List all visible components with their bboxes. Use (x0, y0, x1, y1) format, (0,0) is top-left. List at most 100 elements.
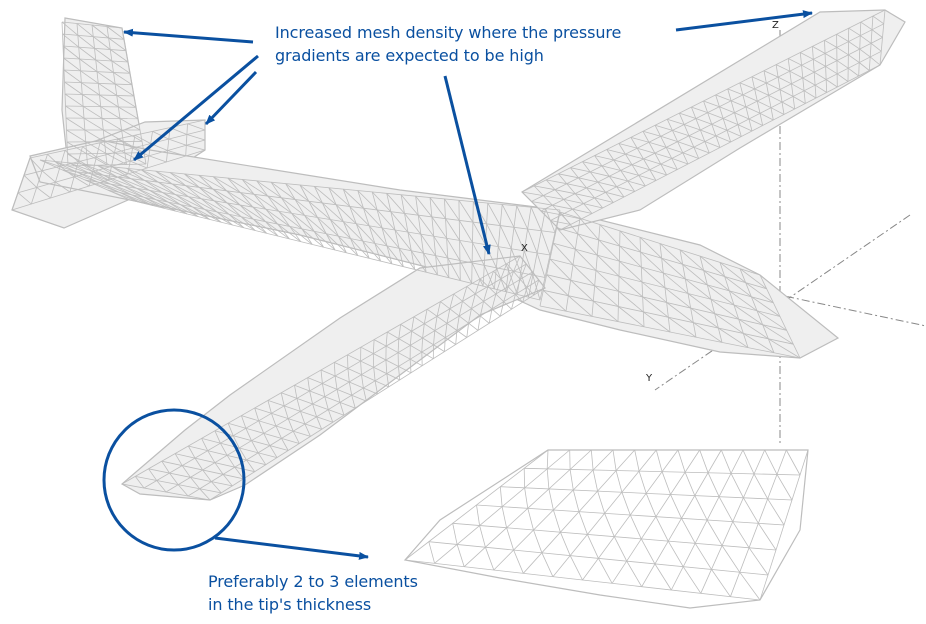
right-wing-mesh-diagonal (848, 41, 860, 50)
right-wing-mesh-diagonal (825, 79, 838, 88)
left-wing-mesh-diagonal (251, 440, 259, 453)
right-wing-mesh-diagonal (654, 124, 673, 131)
fuselage-rear-mesh-diagonal (386, 245, 404, 267)
right-wing-mesh-diagonal (616, 186, 635, 192)
right-wing-mesh-diagonal (672, 130, 690, 137)
right-wing-mesh-diagonal (613, 159, 633, 166)
vertical-tail-mesh-diagonal (108, 37, 127, 52)
fuselage-rear-mesh-diagonal (68, 162, 104, 176)
right-wing-mesh-diagonal (789, 70, 803, 79)
fuselage-nose-mesh-diagonal (710, 298, 739, 320)
horizontal-tail-mesh-edge (69, 146, 83, 193)
horizontal-tail-mesh-edge (146, 131, 153, 169)
left-wing-mesh-diagonal (316, 416, 323, 430)
right-wing-mesh-diagonal (860, 21, 873, 31)
right-wing-mesh-diagonal (737, 124, 753, 132)
right-wing-mesh-diagonal (726, 129, 742, 137)
vertical-tail-mesh-diagonal (63, 57, 81, 72)
vertical-tail-mesh-diagonal (78, 46, 97, 61)
fuselage-rear-mesh-diagonal (204, 209, 233, 226)
left-wing-mesh-diagonal (187, 445, 196, 459)
fuselage-rear-mesh-diagonal (314, 186, 337, 206)
right-wing-mesh-diagonal (722, 118, 739, 125)
fuselage-nose-mesh-diagonal (687, 293, 715, 314)
right-wing-mesh-diagonal (825, 66, 838, 75)
fuselage-rear-mesh-diagonal (459, 240, 473, 264)
right-wing-mesh-diagonal (583, 203, 603, 209)
right-wing-mesh-diagonal (836, 47, 849, 56)
right-wing-mesh-diagonal (543, 195, 564, 200)
inset-mesh-diagonal (560, 532, 571, 556)
fuselage-rear-mesh-diagonal (291, 212, 315, 232)
fuselage-rear-mesh-diagonal (62, 169, 99, 183)
fuselage-nose-mesh-diagonal (663, 272, 689, 294)
inset-mesh-diagonal (506, 527, 514, 551)
fuselage-rear-mesh-diagonal (103, 174, 137, 189)
fuselage-rear-mesh-diagonal (527, 228, 538, 254)
inset-mesh-diagonal (527, 508, 534, 531)
right-wing-mesh-diagonal (870, 42, 882, 52)
horizontal-tail-mesh-diagonal (96, 156, 112, 167)
right-wing-mesh-diagonal (711, 123, 728, 131)
horizontal-tail-mesh-diagonal (23, 175, 37, 188)
fuselage-rear-mesh-diagonal (349, 206, 370, 227)
right-wing-mesh-diagonal (715, 94, 732, 102)
right-wing-mesh-diagonal (719, 106, 735, 114)
right-wing-mesh-diagonal (775, 64, 790, 72)
right-wing-mesh-diagonal (751, 76, 767, 84)
x-axis-label: X (521, 243, 528, 254)
left-wing-mesh-diagonal (292, 431, 300, 444)
right-wing-mesh-diagonal (572, 208, 593, 214)
inset-mesh-diagonal (634, 449, 640, 472)
left-wing-mesh-diagonal (361, 374, 364, 389)
fuselage-rear-mesh-diagonal (381, 227, 400, 249)
left-wing-mesh-diagonal (214, 462, 224, 475)
vertical-tail-mesh-diagonal (103, 129, 124, 142)
right-wing-mesh-diagonal (824, 53, 838, 61)
inset-mesh-diagonal (598, 558, 613, 584)
fuselage-nose-mesh-diagonal (768, 338, 801, 359)
fuselage-nose-mesh-diagonal (568, 295, 593, 317)
left-wing-mesh-diagonal (287, 418, 294, 432)
fuselage-rear-mesh-diagonal (404, 213, 422, 235)
fuselage-rear-mesh-diagonal (184, 173, 214, 190)
right-wing-mesh-diagonal (563, 199, 584, 204)
fuselage-nose-mesh-diagonal (597, 254, 620, 277)
fuselage-nose-mesh-diagonal (641, 281, 667, 303)
fuselage-nose-mesh-diagonal (679, 249, 704, 271)
right-wing-mesh-diagonal (630, 137, 650, 143)
inset-mesh-diagonal (629, 514, 642, 540)
fuselage-rear-mesh-diagonal (435, 255, 450, 279)
left-wing-mesh-diagonal (474, 278, 481, 295)
inset-mesh-diagonal (640, 538, 656, 565)
vertical-tail-mesh-diagonal (65, 105, 85, 119)
right-wing-mesh-diagonal (643, 158, 661, 165)
right-wing-mesh-diagonal (586, 187, 606, 193)
right-wing-mesh-diagonal (620, 170, 639, 176)
left-wing-mesh-diagonal (515, 279, 521, 295)
fuselage-rear-mesh-diagonal (356, 223, 376, 244)
right-wing-mesh-diagonal (550, 220, 571, 225)
right-wing-mesh-diagonal (578, 177, 598, 183)
inset-mesh-diagonal (645, 493, 657, 517)
fuselage-rear-mesh-diagonal (169, 172, 200, 188)
left-wing-mesh-diagonal (296, 398, 301, 412)
right-wing-mesh-diagonal (605, 191, 625, 198)
horizontal-tail-mesh-edge (11, 157, 31, 211)
arrow-to-vertical-tail (123, 28, 254, 44)
right-wing-mesh-diagonal (730, 100, 747, 108)
right-wing-mesh-diagonal (531, 201, 553, 206)
inset-mesh-diagonal (541, 552, 554, 577)
fuselage-rear-mesh-diagonal (447, 257, 461, 281)
left-wing-mesh-diagonal (174, 453, 183, 466)
fuselage-rear-mesh-diagonal (143, 196, 176, 212)
vertical-tail-mesh-diagonal (101, 117, 122, 131)
inset-mesh-diagonal (764, 449, 778, 475)
right-wing-mesh-diagonal (860, 35, 872, 44)
vertical-tail-mesh-diagonal (91, 24, 109, 39)
right-wing-mesh-diagonal (546, 179, 567, 185)
right-wing-mesh-diagonal (638, 175, 657, 181)
fuselage-rear-mesh-diagonal (277, 223, 302, 243)
inset-mesh-diagonal (654, 563, 672, 591)
fuselage-nose-mesh-diagonal (666, 302, 694, 323)
